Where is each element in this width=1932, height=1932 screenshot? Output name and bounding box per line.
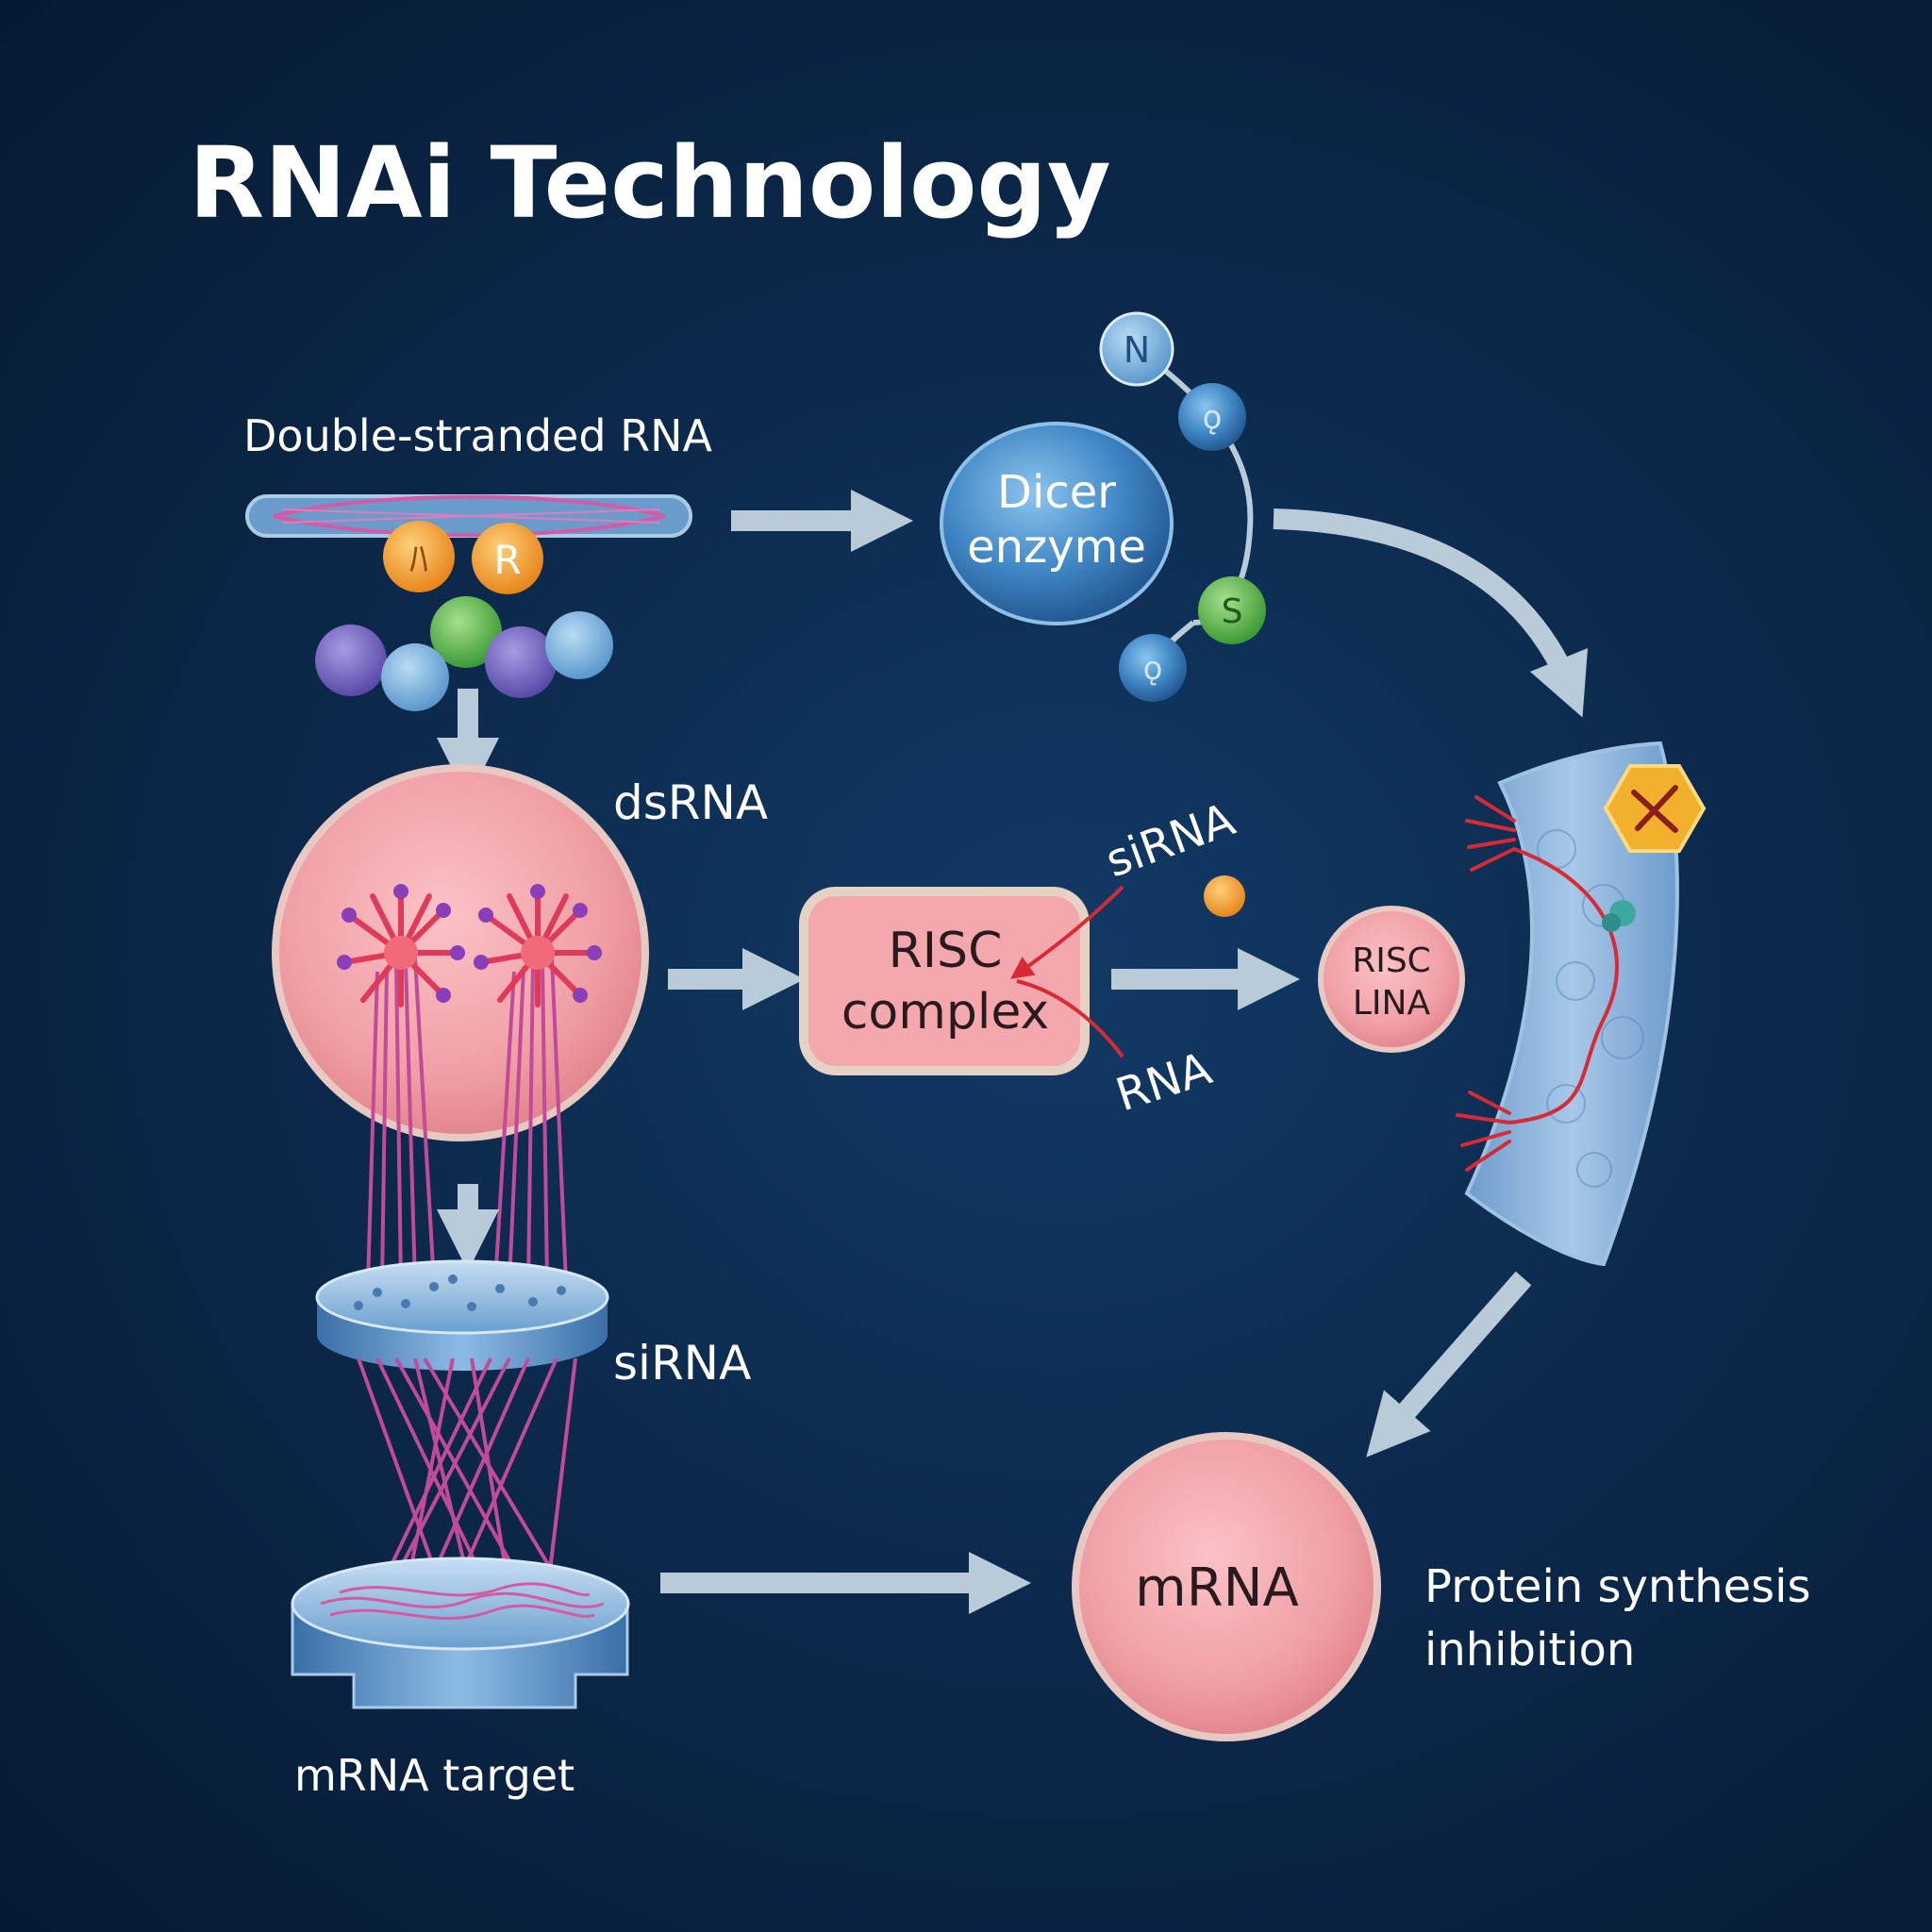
page-title: RNAi Technology <box>189 125 1111 241</box>
label-double-stranded-rna: Double-stranded RNA <box>243 410 713 461</box>
risc-lina-line1: RISC <box>1352 941 1431 980</box>
mrna-cell: mRNA <box>1072 1432 1381 1741</box>
protein-label-line1: Protein synthesis <box>1424 1560 1810 1613</box>
red-arrow-sirna <box>1010 885 1124 979</box>
dicer-bead-4: ǫ <box>1143 650 1163 688</box>
membrane-disc <box>315 1259 609 1371</box>
dicer-chain <box>1099 311 1266 702</box>
bead-letter-left: ﾊ <box>409 538 428 581</box>
inhibitor-hexagon <box>1603 764 1707 853</box>
dicer-bead-n: N <box>1124 329 1150 371</box>
dicer-enzyme: Dicer enzyme <box>940 422 1174 625</box>
dicer-bead-s: S <box>1222 592 1243 631</box>
dicer-label-line2: enzyme <box>967 521 1146 574</box>
label-sirna-small: siRNA <box>1099 793 1241 889</box>
cell-nucleus <box>272 764 649 1284</box>
sirna-strands <box>357 1357 577 1596</box>
protein-label-line2: inhibition <box>1424 1624 1635 1676</box>
label-dsrna: dsRNA <box>613 775 768 830</box>
mrna-label: mRNA <box>1135 1557 1299 1619</box>
risc-lina-line2: LINA <box>1353 984 1431 1023</box>
risc-complex: RISC complex <box>799 887 1090 1075</box>
risc-lina: RISC LINA <box>1318 906 1465 1053</box>
arrow-dicer-to-membrane <box>1273 508 1589 718</box>
dicer-bead-2: ǫ <box>1203 399 1223 437</box>
dsrna-strand <box>245 494 692 538</box>
red-arrow-rna <box>1016 979 1124 1058</box>
mrna-target-block <box>291 1557 630 1709</box>
label-sirna: siRNA <box>613 1336 751 1391</box>
arrow-membrane-to-mrna <box>1366 1271 1532 1457</box>
risc-label-line2: complex <box>841 984 1049 1041</box>
risc-label-line1: RISC <box>889 923 1003 979</box>
membrane-segment <box>1456 741 1679 1267</box>
label-rna-small: RNA <box>1109 1042 1218 1123</box>
label-mrna-target: mRNA target <box>294 1750 575 1801</box>
bead-letter-right: R <box>493 537 521 583</box>
nucleotide-beads <box>315 521 613 711</box>
dicer-label-line1: Dicer <box>997 466 1116 519</box>
orange-bead-small <box>1204 875 1245 917</box>
